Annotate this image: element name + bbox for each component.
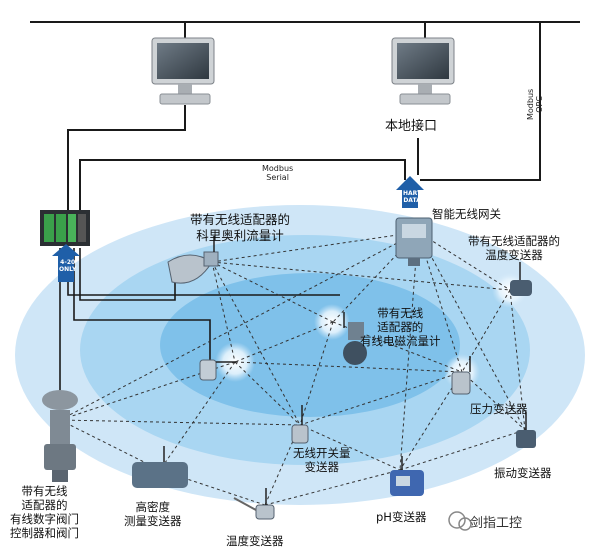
modbus-serial-label: Modbus Serial (262, 164, 294, 182)
pressure-transmitter-icon (451, 356, 471, 395)
density-transmitter-icon (132, 446, 188, 488)
coriolis-label: 带有无线适配器的 科里奥利流量计 (190, 212, 291, 243)
gateway-label: 智能无线网关 (432, 207, 501, 221)
ph-label: pH变送器 (376, 510, 427, 524)
switch-label: 无线开关量 变送器 (293, 446, 351, 474)
hart-data-arrow (396, 176, 424, 208)
signal-4-20-label: 4-20 ONLY (59, 259, 77, 273)
pressure-label: 压力变送器 (470, 402, 528, 416)
right-computer-icon (391, 37, 455, 105)
watermark-text: 剑指工控 (470, 516, 523, 531)
temperature-transmitter-bottom-icon (233, 488, 275, 520)
switch-transmitter-icon (291, 405, 309, 444)
mag-flow-label: 带有无线 适配器的 有线电磁流量计 (360, 306, 441, 348)
left-computer-icon (151, 37, 215, 105)
watermark-logo-icon (448, 511, 472, 531)
plc-controller-icon (40, 210, 90, 246)
temperature-bottom-label: 温度变送器 (226, 534, 284, 548)
mag-flow-meter-icon (343, 312, 367, 365)
temperature-top-label: 带有无线适配器的 温度变送器 (468, 234, 560, 262)
vibration-label: 振动变送器 (494, 466, 552, 480)
ph-transmitter-icon (390, 456, 424, 496)
valve-label: 带有无线 适配器的 有线数字阀门 控制器和阀门 (10, 484, 79, 540)
wireless-gateway-icon (395, 217, 433, 266)
local-interface-label: 本地接口 (385, 119, 438, 134)
modbus-opc-label: Modbus OPC (526, 88, 544, 120)
bus-lines (30, 21, 580, 212)
wireless-node-center-icon (199, 359, 236, 381)
signal-4-20-arrow (52, 244, 80, 282)
valve-controller-icon (42, 390, 78, 482)
coriolis-meter-icon (167, 236, 219, 284)
density-label: 高密度 测量变送器 (124, 500, 182, 528)
vibration-transmitter-icon (516, 412, 536, 448)
temperature-transmitter-top-icon (510, 262, 532, 296)
hart-data-label: HART DATA (403, 190, 422, 204)
